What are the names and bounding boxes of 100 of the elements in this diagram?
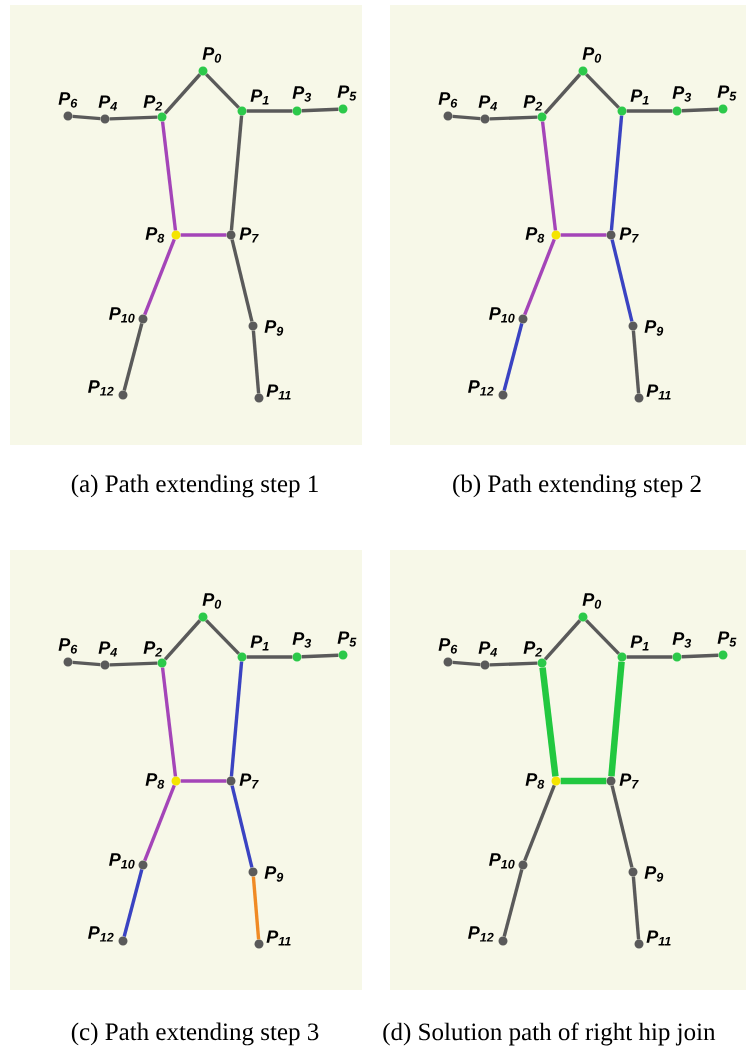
joint-label: P$_{8}$ (145, 773, 165, 789)
joint-label: P$_{5}$ (337, 631, 357, 647)
joint-label: P$_{10}$ (489, 307, 515, 323)
joint-label: P$_{0}$ (582, 593, 602, 609)
bone-line (160, 121, 178, 231)
joint-label: P$_{5}$ (717, 85, 737, 101)
joint-label: P$_{7}$ (619, 227, 639, 243)
bone-line (610, 785, 634, 868)
bone-line (631, 330, 641, 394)
joint-label: P$_{6}$ (58, 638, 78, 654)
panel-background (390, 550, 746, 990)
bone-line (163, 619, 202, 661)
bone-line (585, 619, 620, 655)
bone-line (246, 109, 293, 113)
joint-label: P$_{5}$ (337, 85, 357, 101)
joint-label: P$_{7}$ (619, 773, 639, 789)
bone-line (523, 784, 556, 862)
bone-line (608, 661, 625, 777)
bone-line (540, 121, 558, 231)
bone-line (560, 233, 607, 237)
joint-label: P$_{12}$ (88, 926, 114, 942)
bone-line (180, 233, 227, 237)
bone-line (229, 661, 244, 777)
bone-line (681, 107, 719, 113)
bone-line (626, 109, 673, 113)
joint-label: P$_{12}$ (88, 380, 114, 396)
subfigure-label: (c) Path extending step 3 (71, 1022, 319, 1046)
joint-label: P$_{8}$ (145, 227, 165, 243)
bone-line (109, 661, 158, 667)
bone-line (452, 114, 481, 121)
panel-background (10, 5, 362, 445)
joint-label: P$_{2}$ (523, 95, 543, 111)
bone-line (251, 876, 261, 940)
joint-label: P$_{8}$ (525, 227, 545, 243)
bone-line (301, 107, 339, 113)
joint-label: P$_{10}$ (489, 853, 515, 869)
joint-label: P$_{1}$ (630, 635, 649, 651)
joint-label: P$_{4}$ (98, 95, 118, 111)
bone-line (609, 115, 624, 231)
joint-label: P$_{9}$ (264, 866, 284, 882)
joint-label: P$_{9}$ (644, 866, 664, 882)
joint-label: P$_{10}$ (109, 853, 135, 869)
joint-label: P$_{12}$ (468, 380, 494, 396)
joint-label: P$_{7}$ (239, 227, 259, 243)
joint-label: P$_{0}$ (202, 47, 222, 63)
joint-label: P$_{6}$ (58, 92, 78, 108)
joint-label: P$_{2}$ (143, 95, 163, 111)
bone-line (180, 779, 227, 783)
bone-line (109, 115, 158, 121)
bone-line (205, 73, 240, 109)
joint-label: P$_{11}$ (646, 384, 671, 400)
joint-label: P$_{9}$ (644, 320, 664, 336)
bone-line (301, 653, 339, 659)
joint-label: P$_{11}$ (266, 384, 291, 400)
bone-line (143, 784, 176, 862)
bone-line (523, 238, 556, 316)
bone-line (560, 777, 607, 785)
bone-line (122, 323, 144, 391)
bone-line (502, 869, 524, 937)
bone-line (489, 661, 538, 667)
bone-line (205, 619, 240, 655)
panel-background (10, 550, 362, 990)
bone-line (143, 238, 176, 316)
joint-label: P$_{4}$ (478, 95, 498, 111)
joint-label: P$_{10}$ (109, 307, 135, 323)
bone-line (543, 619, 582, 661)
joint-label: P$_{12}$ (468, 926, 494, 942)
joint-label: P$_{6}$ (438, 92, 458, 108)
bone-line (163, 73, 202, 115)
bone-line (610, 239, 634, 322)
panel-background (390, 5, 746, 445)
joint-label: P$_{6}$ (438, 638, 458, 654)
bone-line (539, 667, 559, 777)
bone-line (585, 73, 620, 109)
bone-line (72, 114, 101, 121)
bone-line (251, 330, 261, 394)
joint-label: P$_{1}$ (250, 635, 269, 651)
joint-label: P$_{11}$ (266, 930, 291, 946)
subfigure-label: (a) Path extending step 1 (71, 474, 318, 498)
bone-line (631, 876, 641, 940)
joint-label: P$_{4}$ (478, 641, 498, 657)
bone-line (72, 660, 101, 667)
joint-label: P$_{9}$ (264, 320, 284, 336)
bone-line (230, 785, 254, 868)
bone-line (502, 323, 524, 391)
joint-label: P$_{4}$ (98, 641, 118, 657)
joint-label: P$_{0}$ (202, 593, 222, 609)
bone-line (229, 115, 244, 231)
joint-label: P$_{11}$ (646, 930, 671, 946)
bone-line (489, 115, 538, 121)
joint-label: P$_{1}$ (630, 89, 649, 105)
bone-line (122, 869, 144, 937)
joint-label: P$_{2}$ (523, 641, 543, 657)
bone-line (246, 655, 293, 659)
joint-label: P$_{1}$ (250, 89, 269, 105)
joint-label: P$_{5}$ (717, 631, 737, 647)
subfigure-label: (b) Path extending step 2 (453, 474, 701, 498)
bone-line (626, 655, 673, 659)
bone-line (230, 239, 254, 322)
joint-label: P$_{0}$ (582, 47, 602, 63)
